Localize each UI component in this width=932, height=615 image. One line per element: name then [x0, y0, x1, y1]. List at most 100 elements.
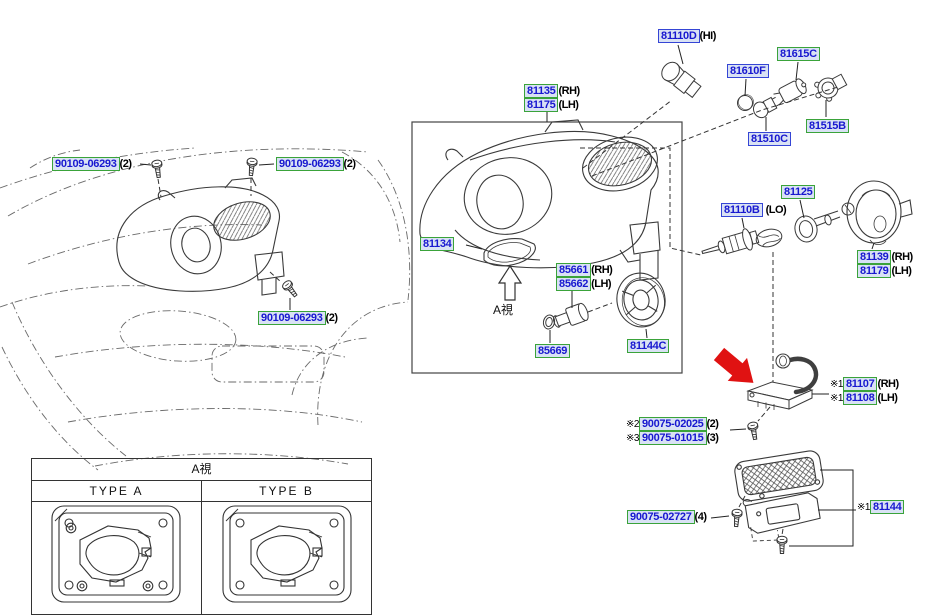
part-number-box[interactable]: 81515B [806, 119, 849, 133]
type-b-cell [202, 502, 371, 614]
part-number-box[interactable]: 81179 [857, 264, 892, 278]
part-number-box[interactable]: 81125 [781, 185, 816, 199]
type-a-screws [65, 522, 154, 592]
hid-ballast-drawing [746, 381, 814, 410]
label-suffix: (2) [119, 158, 132, 170]
part-number-box[interactable]: 90109-06293 [52, 157, 120, 171]
label-prefix: ※1 [830, 379, 843, 390]
callout-85661: 85661(RH) [556, 263, 613, 277]
callout-90109-06293-a: 90109-06293(2) [52, 157, 132, 171]
part-number-box[interactable]: 81110B [721, 203, 763, 217]
label-suffix: (RH) [877, 378, 899, 390]
label-prefix: ※1 [830, 393, 843, 404]
vent-grille-drawing [734, 450, 824, 502]
callout-81610f: 81610F [727, 64, 769, 78]
part-number-box[interactable]: 81144 [869, 500, 905, 514]
grommet-cord-drawing [794, 202, 855, 243]
label-prefix: ※3 [626, 433, 639, 444]
retainer-spring-drawing [755, 228, 783, 248]
label-suffix: (2) [343, 158, 356, 170]
socket-81515b-drawing [814, 73, 848, 102]
part-number-box[interactable]: 81108 [842, 391, 878, 405]
a-view-arrow [497, 264, 523, 301]
high-beam-bulb-drawing [661, 61, 702, 99]
part-number-box[interactable]: 85669 [535, 344, 571, 358]
part-number-box[interactable]: 81610F [727, 64, 769, 78]
callout-85669: 85669 [535, 344, 571, 358]
callout-85662: 85662(LH) [556, 277, 612, 291]
callout-81179: 81179(LH) [857, 264, 912, 278]
part-number-box[interactable]: 81175 [524, 98, 559, 112]
dashed-lines [157, 86, 839, 536]
label-suffix: (RH) [891, 251, 913, 263]
a-view-table: A視 TYPE A TYPE B [31, 458, 372, 615]
callout-81110d: 81110D(HI) [658, 29, 716, 43]
label-suffix: (LH) [591, 278, 612, 290]
lamp-housing-drawing [846, 180, 913, 246]
part-number-box[interactable]: 85661 [556, 263, 592, 277]
part-number-box[interactable]: 81107 [842, 377, 878, 391]
callout-81175: 81175(LH) [524, 98, 579, 112]
label-suffix: (RH) [591, 264, 613, 276]
headlamp-assembly-drawing [419, 119, 661, 281]
part-number-box[interactable]: 85662 [556, 277, 592, 291]
vent-screw-1 [730, 508, 743, 528]
label-suffix: (LH) [558, 99, 579, 111]
type-a-header: TYPE A [32, 481, 202, 501]
type-b-header: TYPE B [259, 484, 314, 498]
part-number-box[interactable]: 81510C [748, 132, 791, 146]
vent-screw-2 [776, 535, 788, 554]
gasket-drawing [483, 238, 536, 267]
oring-drawing [542, 314, 556, 330]
label-suffix: (LH) [891, 265, 912, 277]
leader-lines [139, 44, 875, 547]
car-headlamp-drawing [116, 177, 285, 296]
car-sketch [0, 147, 411, 471]
part-number-box[interactable]: 81110D [658, 29, 700, 43]
part-number-box[interactable]: 90075-01015 [638, 431, 707, 445]
callout-81515b: 81515B [806, 119, 849, 133]
callout-81615c: 81615C [777, 47, 820, 61]
callout-81125: 81125 [781, 185, 816, 199]
part-number-box[interactable]: 81135 [524, 84, 559, 98]
callout-81510c: 81510C [748, 132, 791, 146]
label-prefix: ※2 [626, 419, 639, 430]
ballast-screw [746, 420, 761, 441]
ballast-cable-drawing [775, 353, 819, 395]
a-view-table-header: A視 [32, 459, 371, 481]
socket-81615c-drawing [773, 78, 807, 106]
label-suffix: (RH) [558, 85, 580, 97]
label-suffix: (2) [706, 418, 719, 430]
label-suffix: (LO) [765, 204, 787, 216]
part-number-box[interactable]: 81134 [420, 237, 455, 251]
callout-81134: 81134 [420, 237, 455, 251]
part-number-box[interactable]: 90109-06293 [258, 311, 326, 325]
label-suffix: (HI) [699, 30, 717, 42]
bulb-cap-drawing [737, 94, 754, 111]
callout-81135: 81135(RH) [524, 84, 580, 98]
retainer-drawing [616, 272, 666, 328]
vent-bracket-drawing [742, 492, 821, 542]
callout-81139: 81139(RH) [857, 250, 913, 264]
wedge-bulb-drawing [752, 96, 780, 119]
part-number-box[interactable]: 90109-06293 [276, 157, 344, 171]
label-suffix: (LH) [877, 392, 898, 404]
a-view-annotation: A視 [493, 303, 514, 317]
part-number-box[interactable]: 90075-02025 [638, 417, 707, 431]
label-suffix: (4) [694, 511, 707, 523]
label-prefix: ※1 [857, 502, 870, 513]
callout-90075-02727: 90075-02727(4) [627, 510, 707, 524]
callout-90109-06293-c: 90109-06293(2) [258, 311, 338, 325]
part-number-box[interactable]: 90075-02727 [627, 510, 695, 524]
part-number-box[interactable]: 81139 [857, 250, 892, 264]
red-arrow [713, 347, 754, 383]
part-number-box[interactable]: 81615C [777, 47, 820, 61]
part-number-box[interactable]: 81144C [627, 339, 670, 353]
type-a-cell [32, 502, 202, 614]
